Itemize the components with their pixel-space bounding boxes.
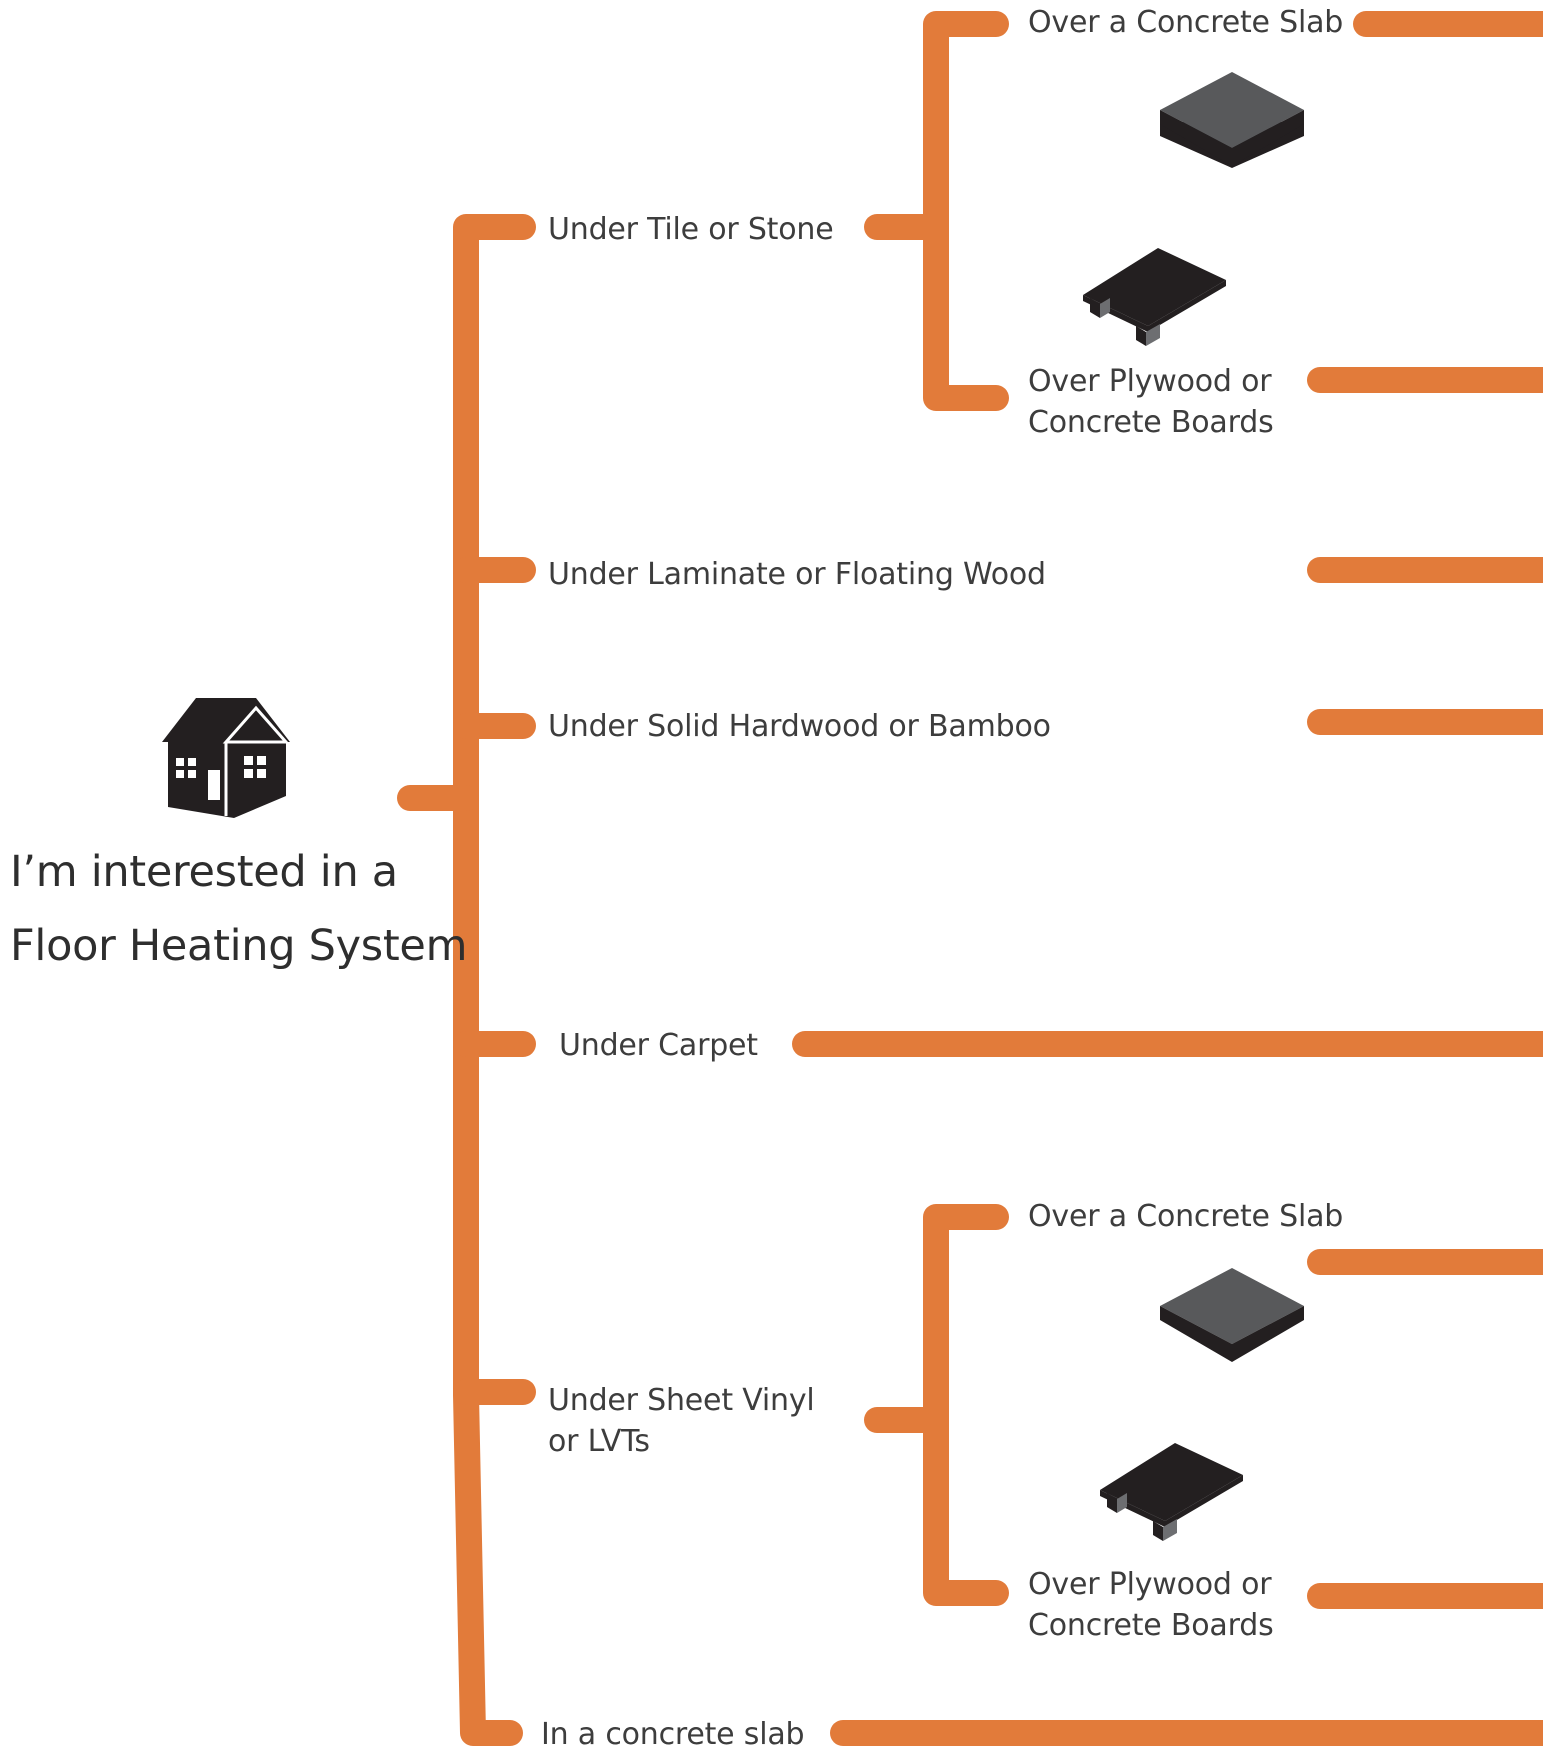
tile-sub-plywood-line1: Over Plywood or xyxy=(1028,364,1272,399)
concrete-slab-icon xyxy=(1160,72,1304,168)
tile-sub-plywood-line2: Concrete Boards xyxy=(1028,405,1274,440)
option-vinyl-line2: or LVTs xyxy=(548,1424,650,1459)
house-icon xyxy=(162,698,290,818)
root-label-line1: I’m interested in a xyxy=(10,847,398,897)
vinyl-sub-plywood-line1: Over Plywood or xyxy=(1028,1567,1272,1602)
vinyl-sub-plywood: Over Plywood or Concrete Boards xyxy=(1028,1564,1274,1646)
tile-sub-slab: Over a Concrete Slab xyxy=(1028,5,1344,40)
option-carpet: Under Carpet xyxy=(559,1028,758,1063)
plywood-subfloor-icon xyxy=(1083,248,1226,346)
option-vinyl-line1: Under Sheet Vinyl xyxy=(548,1383,815,1418)
option-hardwood: Under Solid Hardwood or Bamboo xyxy=(548,709,1051,744)
option-vinyl: Under Sheet Vinyl or LVTs xyxy=(548,1380,815,1462)
main-trunk-line xyxy=(453,214,536,1746)
option-tile: Under Tile or Stone xyxy=(548,212,834,247)
option-concrete: In a concrete slab xyxy=(541,1717,805,1752)
tile-sub-bracket xyxy=(923,11,1009,411)
option-laminate: Under Laminate or Floating Wood xyxy=(548,557,1046,592)
root-label-line2: Floor Heating System xyxy=(10,921,468,971)
tile-sub-plywood: Over Plywood or Concrete Boards xyxy=(1028,361,1274,443)
vinyl-sub-slab: Over a Concrete Slab xyxy=(1028,1199,1344,1234)
plywood-subfloor-icon xyxy=(1100,1443,1243,1541)
concrete-slab-icon xyxy=(1160,1268,1304,1362)
vinyl-sub-plywood-line2: Concrete Boards xyxy=(1028,1608,1274,1643)
vinyl-sub-bracket xyxy=(923,1204,1009,1606)
root-label: I’m interested in a Floor Heating System xyxy=(10,835,467,983)
